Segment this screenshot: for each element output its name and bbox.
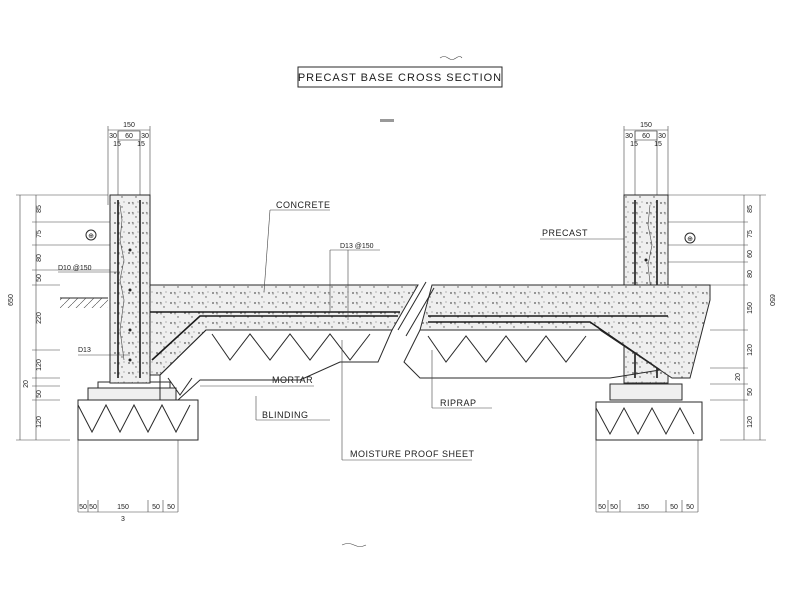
dim-text: 50 bbox=[152, 504, 160, 511]
break-line bbox=[397, 281, 435, 337]
label-precast: PRECAST bbox=[540, 228, 624, 240]
dim-text: 150 bbox=[747, 302, 754, 314]
marker-circle-left bbox=[85, 229, 97, 241]
marker-right-icon: ⊕ bbox=[687, 236, 693, 243]
dim-text: 50 bbox=[686, 504, 694, 511]
dim-text: 60 bbox=[642, 133, 650, 140]
dim-text: 50 bbox=[36, 390, 43, 398]
dim-text: 60 bbox=[125, 133, 133, 140]
dim-text: 15 bbox=[137, 141, 145, 148]
rebar-wall-label: D10 @150 bbox=[58, 265, 92, 272]
dim-text: 220 bbox=[36, 312, 43, 324]
ground-hatch-left bbox=[60, 297, 108, 308]
scribble-mid bbox=[380, 119, 394, 122]
left-bottom-dimensions: 50 50 150 50 50 3 bbox=[77, 440, 179, 523]
label-rebar-left: D13 bbox=[78, 347, 130, 356]
dim-text: 80 bbox=[747, 270, 754, 278]
rebar-left-label: D13 bbox=[78, 347, 91, 354]
dim-text: 50 bbox=[747, 388, 754, 396]
label-concrete: CONCRETE bbox=[263, 200, 331, 293]
dim-text: 75 bbox=[747, 230, 754, 238]
dim-text: 15 bbox=[113, 141, 121, 148]
label-blinding: BLINDING bbox=[255, 396, 330, 421]
dim-text: 50 bbox=[79, 504, 87, 511]
label-rebar-wall: D10 @150 bbox=[58, 265, 120, 273]
dim-text: 120 bbox=[747, 344, 754, 356]
dim-text: 50 bbox=[598, 504, 606, 511]
scribble-top bbox=[439, 56, 463, 60]
dim-text: 120 bbox=[747, 416, 754, 428]
dim-text: 50 bbox=[610, 504, 618, 511]
dim-text: 15 bbox=[630, 141, 638, 148]
right-footing bbox=[595, 383, 703, 441]
concrete-slab-right bbox=[419, 284, 711, 379]
dim-text: 30 bbox=[109, 133, 117, 140]
label-rebar-main: D13 @150 bbox=[329, 243, 380, 320]
dim-text: 85 bbox=[747, 205, 754, 213]
right-top-dimensions: 150 30 60 30 15 15 bbox=[623, 122, 669, 205]
dim-text: 150 bbox=[123, 122, 135, 129]
dim-text: 120 bbox=[36, 359, 43, 371]
dim-text: 650 bbox=[768, 294, 775, 306]
dim-text: 30 bbox=[625, 133, 633, 140]
dim-text: 20 bbox=[23, 380, 30, 388]
marker-left-icon: ⊕ bbox=[88, 233, 94, 240]
rebar-main-label: D13 @150 bbox=[340, 243, 374, 250]
riprap-left bbox=[159, 329, 393, 401]
marker-circle-right bbox=[684, 232, 696, 244]
dim-text: 85 bbox=[36, 205, 43, 213]
blinding-label: BLINDING bbox=[262, 410, 309, 420]
mortar-label: MORTAR bbox=[272, 375, 313, 385]
dim-text: 30 bbox=[658, 133, 666, 140]
label-moisture-sheet: MOISTURE PROOF SHEET bbox=[341, 340, 475, 461]
left-side-dimensions: 650 85 75 80 50 220 120 20 50 120 bbox=[8, 194, 120, 441]
riprap-label: RIPRAP bbox=[440, 398, 477, 408]
dim-text: 150 bbox=[637, 504, 649, 511]
dim-text: 150 bbox=[640, 122, 652, 129]
dim-text: 50 bbox=[89, 504, 97, 511]
label-riprap: RIPRAP bbox=[431, 350, 492, 409]
drawing-title: PRECAST BASE CROSS SECTION bbox=[298, 72, 502, 84]
dim-text: 30 bbox=[141, 133, 149, 140]
dim-text: 60 bbox=[747, 250, 754, 258]
dim-text: 80 bbox=[36, 254, 43, 262]
dim-text: 650 bbox=[8, 294, 15, 306]
scribble-bottom bbox=[341, 543, 367, 547]
concrete-label: CONCRETE bbox=[276, 200, 331, 210]
right-bottom-dimensions: 50 50 150 50 50 bbox=[595, 440, 699, 513]
left-top-dimensions: 150 30 60 30 15 15 bbox=[107, 122, 151, 205]
right-side-dimensions: 650 85 75 60 80 150 120 20 50 120 bbox=[668, 194, 775, 441]
dim-text: 120 bbox=[36, 416, 43, 428]
dim-text: 3 bbox=[121, 516, 125, 523]
riprap-right bbox=[403, 329, 662, 379]
title-block: PRECAST BASE CROSS SECTION bbox=[297, 66, 503, 88]
left-precast-wall: ⊕ bbox=[85, 194, 151, 384]
moisture-label: MOISTURE PROOF SHEET bbox=[350, 449, 475, 459]
dim-text: 75 bbox=[36, 230, 43, 238]
dim-text: 50 bbox=[670, 504, 678, 511]
dim-text: 50 bbox=[36, 274, 43, 282]
dim-text: 150 bbox=[117, 504, 129, 511]
precast-label: PRECAST bbox=[542, 228, 588, 238]
left-footing bbox=[77, 381, 199, 441]
label-mortar: MORTAR bbox=[200, 375, 314, 387]
dim-text: 20 bbox=[735, 373, 742, 381]
dim-text: 15 bbox=[654, 141, 662, 148]
dim-text: 50 bbox=[167, 504, 175, 511]
